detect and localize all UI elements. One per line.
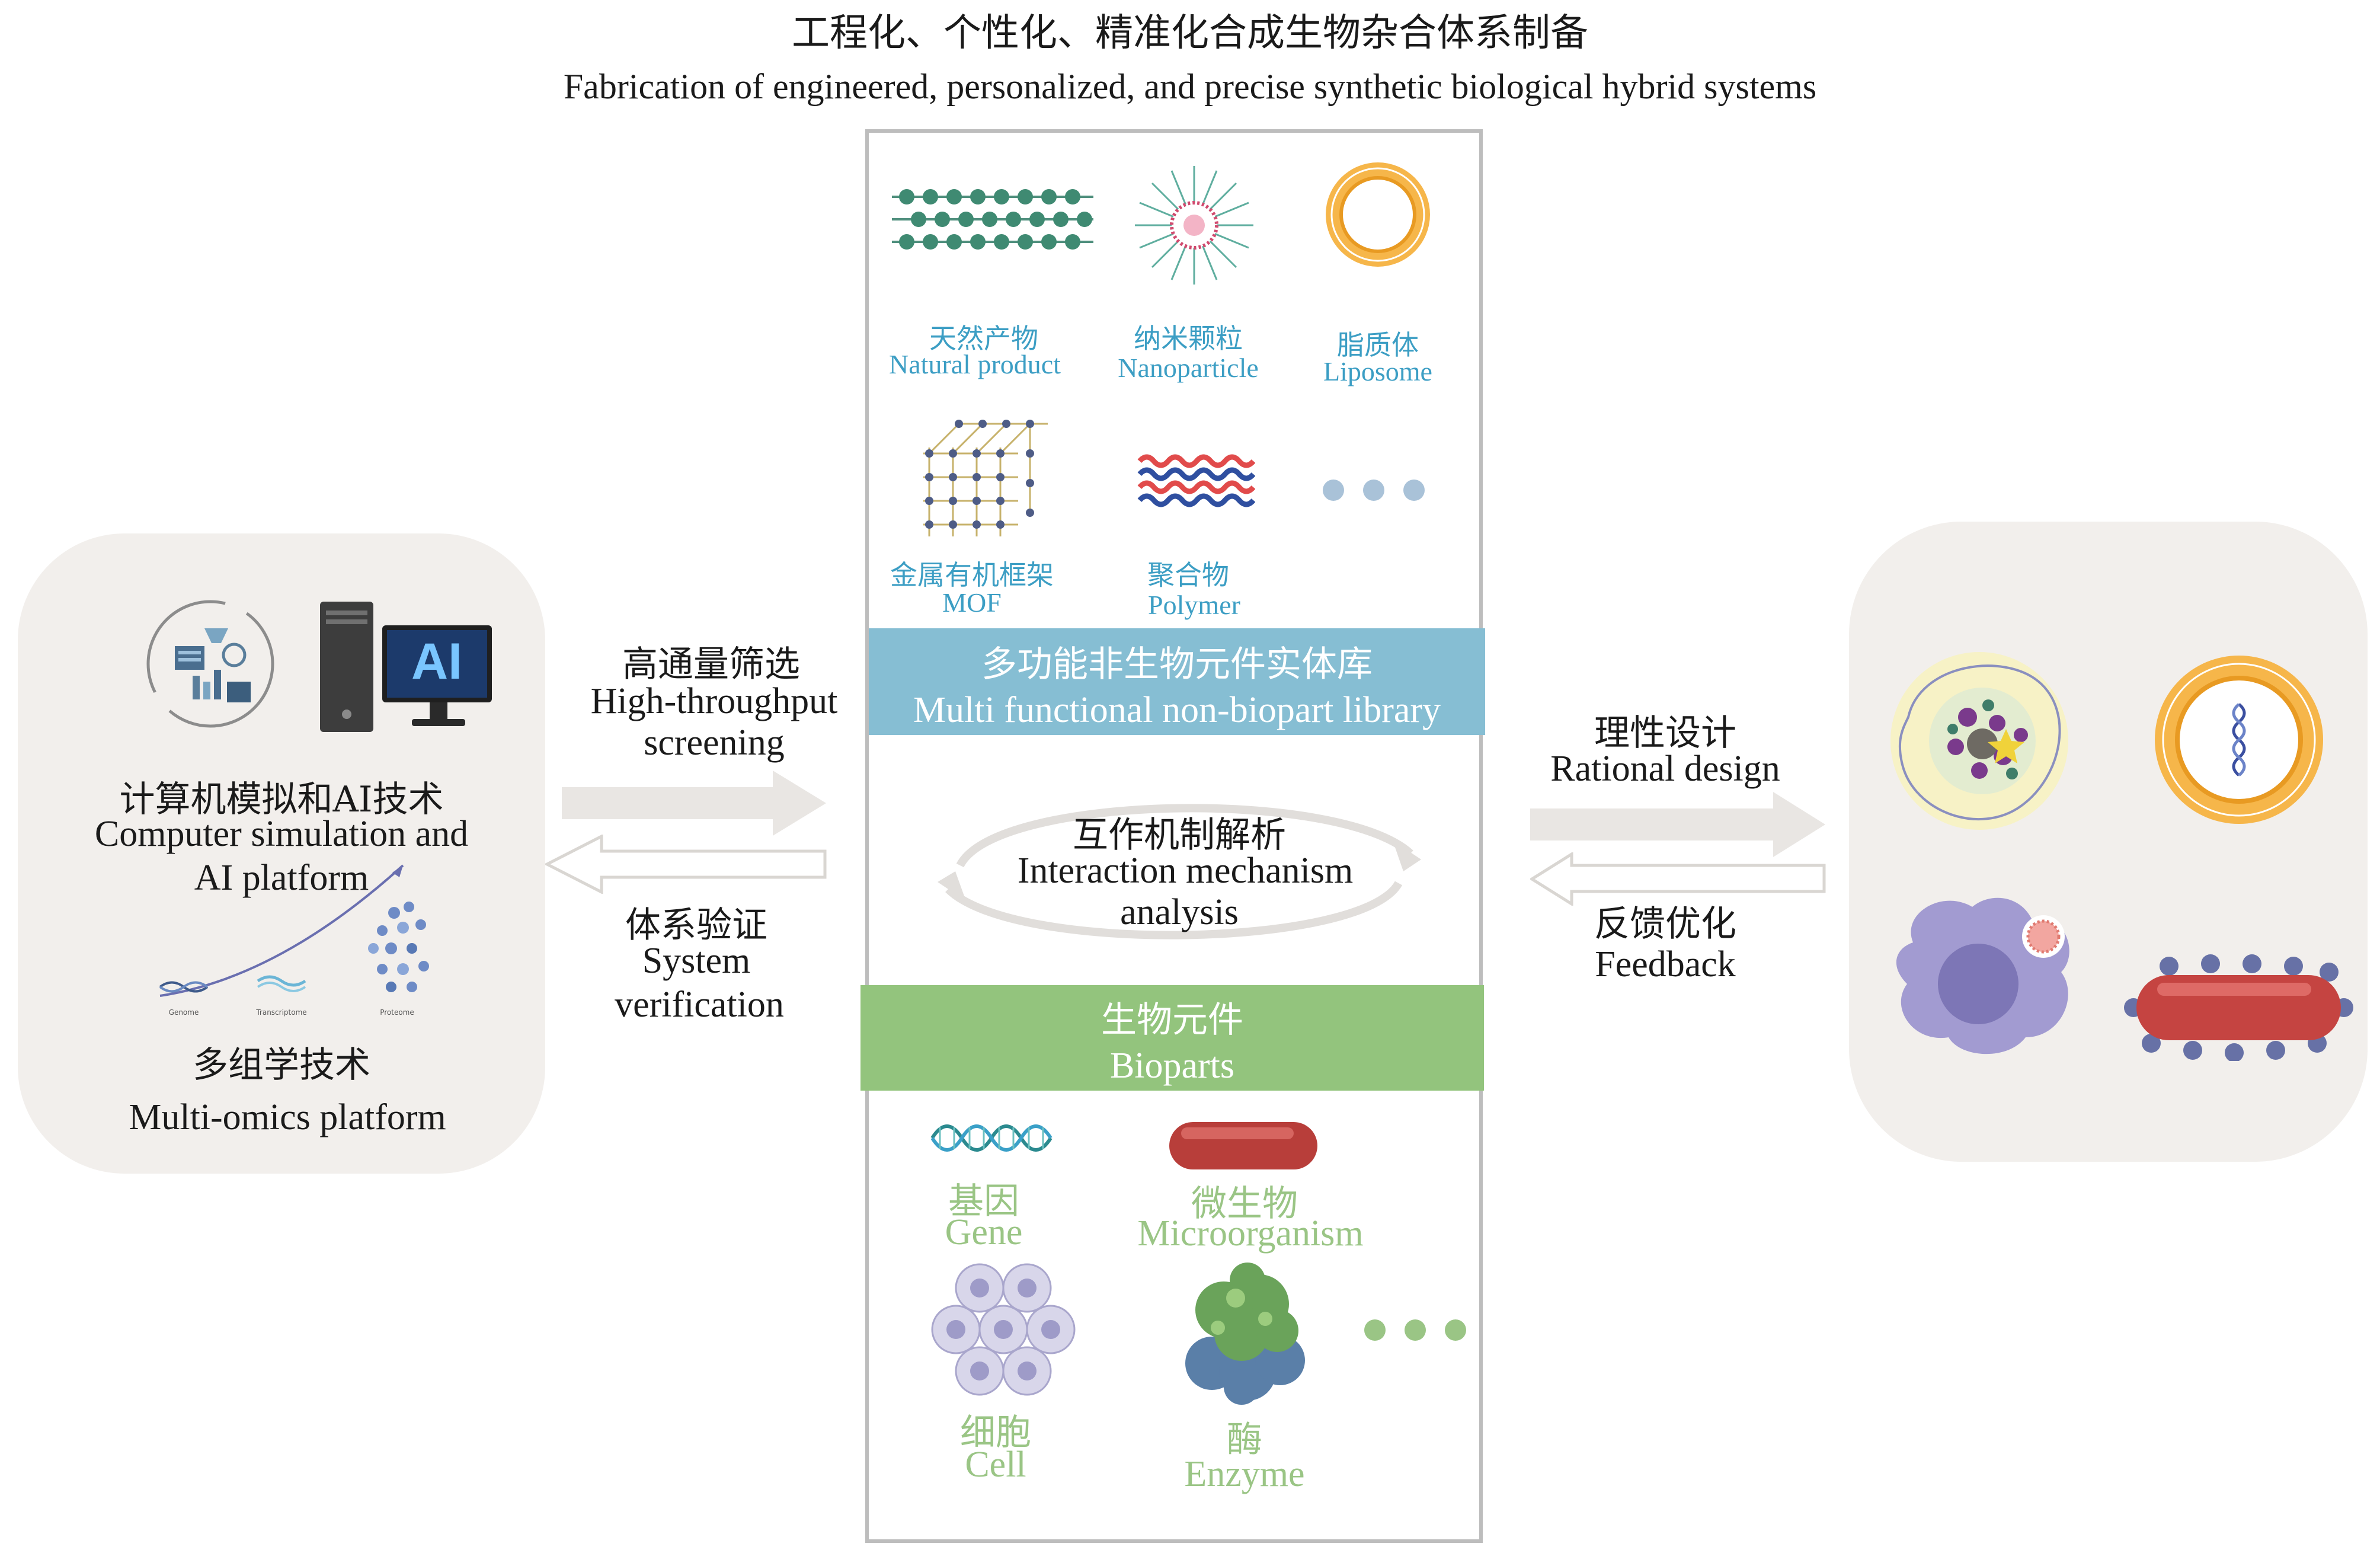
polymer-en: Polymer: [1148, 590, 1240, 620]
arrow-left-verification: [545, 835, 827, 894]
more-bioparts-ellipsis-icon: [1364, 1319, 1466, 1341]
simulation-icon: [146, 600, 274, 728]
cell-cn: 细胞: [960, 1412, 1031, 1453]
non-biopart-library-en: Multi functional non-biopart library: [913, 690, 1441, 730]
ai-label-en-2: AI platform: [194, 858, 369, 898]
feedback-cn: 反馈优化: [1594, 903, 1736, 945]
feedback-en: Feedback: [1595, 944, 1736, 985]
mof-icon: [923, 420, 1048, 536]
protein-nanoparticle-hybrid-icon: [1890, 652, 2068, 830]
microorganism-en: Microorganism: [1137, 1213, 1364, 1254]
mof-en: MOF: [942, 587, 1002, 618]
bioparts-cn: 生物元件: [1101, 999, 1243, 1041]
dna-icon: [159, 981, 209, 993]
enzyme-icon: [1185, 1263, 1305, 1405]
mechanism-en-1: Interaction mechanism: [1017, 851, 1354, 891]
gene-dna-icon: [930, 1124, 1053, 1152]
proteome-label: Proteome: [380, 1008, 414, 1017]
natural-product-icon: [892, 189, 1093, 250]
bacterium-icon: [2124, 954, 2353, 1061]
ai-computer-icon: AI: [320, 602, 492, 732]
interaction-cycle-arrows: [938, 804, 1421, 939]
natural-product-en: Natural product: [889, 349, 1061, 379]
omics-label-cn: 多组学技术: [193, 1044, 370, 1086]
cell-en: Cell: [965, 1444, 1026, 1485]
rational-design-cn: 理性设计: [1594, 712, 1736, 754]
gene-cn: 基因: [948, 1181, 1019, 1222]
enzyme-cn: 酶: [1227, 1419, 1262, 1460]
nanoparticle-icon: [1135, 166, 1253, 285]
liposome-dna-icon: [2155, 656, 2323, 824]
ai-logo-text: AI: [411, 633, 462, 690]
immune-cell-icon: [1896, 897, 2069, 1054]
multi-omics-illustration: Genome Transcriptome Proteome: [159, 864, 429, 1017]
liposome-en: Liposome: [1323, 356, 1432, 386]
non-biopart-library-bar: 多功能非生物元件实体库 Multi functional non-biopart…: [869, 628, 1485, 735]
non-biopart-library-cn: 多功能非生物元件实体库: [981, 644, 1373, 685]
enzyme-en: Enzyme: [1184, 1454, 1305, 1494]
transcriptome-label: Transcriptome: [255, 1008, 306, 1017]
microorganism-cn: 微生物: [1191, 1183, 1298, 1225]
genome-label: Genome: [169, 1008, 199, 1017]
screening-label-en-2: screening: [644, 723, 785, 763]
polymer-icon: [1137, 454, 1255, 507]
protein-icon: [368, 902, 429, 992]
right-panel: [1849, 522, 2368, 1162]
omics-label-en: Multi-omics platform: [129, 1097, 446, 1137]
natural-product-cn: 天然产物: [929, 322, 1038, 354]
nanoparticle-en: Nanoparticle: [1118, 353, 1259, 383]
cell-cluster-icon: [931, 1263, 1076, 1396]
polymer-cn: 聚合物: [1147, 559, 1229, 591]
microorganism-icon: [1169, 1122, 1317, 1169]
liposome-icon: [1326, 162, 1430, 267]
arrow-right-screening: [562, 771, 826, 836]
bioparts-bar: 生物元件 Bioparts: [860, 985, 1484, 1091]
mechanism-cn: 互作机制解析: [1073, 814, 1286, 856]
mechanism-en-2: analysis: [1120, 892, 1239, 932]
verification-label-en-2: verification: [615, 985, 784, 1025]
verification-label-en-1: System: [642, 941, 751, 981]
liposome-cn: 脂质体: [1337, 329, 1419, 361]
nanoparticle-cn: 纳米颗粒: [1134, 322, 1243, 354]
gene-en: Gene: [945, 1212, 1023, 1252]
title-chinese: 工程化、个性化、精准化合成生物杂合体系制备: [792, 11, 1588, 55]
title-english: Fabrication of engineered, personalized,…: [563, 67, 1817, 106]
ai-label-en-1: Computer simulation and: [94, 814, 469, 854]
mof-cn: 金属有机框架: [890, 559, 1054, 591]
rna-icon: [257, 975, 306, 992]
screening-label-en-1: High-throughput: [590, 681, 838, 721]
rational-design-en: Rational design: [1550, 749, 1780, 789]
ai-label-cn: 计算机模拟和AI技术: [119, 779, 444, 820]
bioparts-en: Bioparts: [1109, 1046, 1235, 1086]
arrow-left-feedback: [1530, 852, 1826, 906]
screening-label-cn: 高通量筛选: [622, 644, 800, 685]
arrow-right-rational-design: [1530, 792, 1825, 857]
verification-label-cn: 体系验证: [625, 905, 767, 946]
more-nonbio-ellipsis-icon: [1323, 480, 1425, 501]
